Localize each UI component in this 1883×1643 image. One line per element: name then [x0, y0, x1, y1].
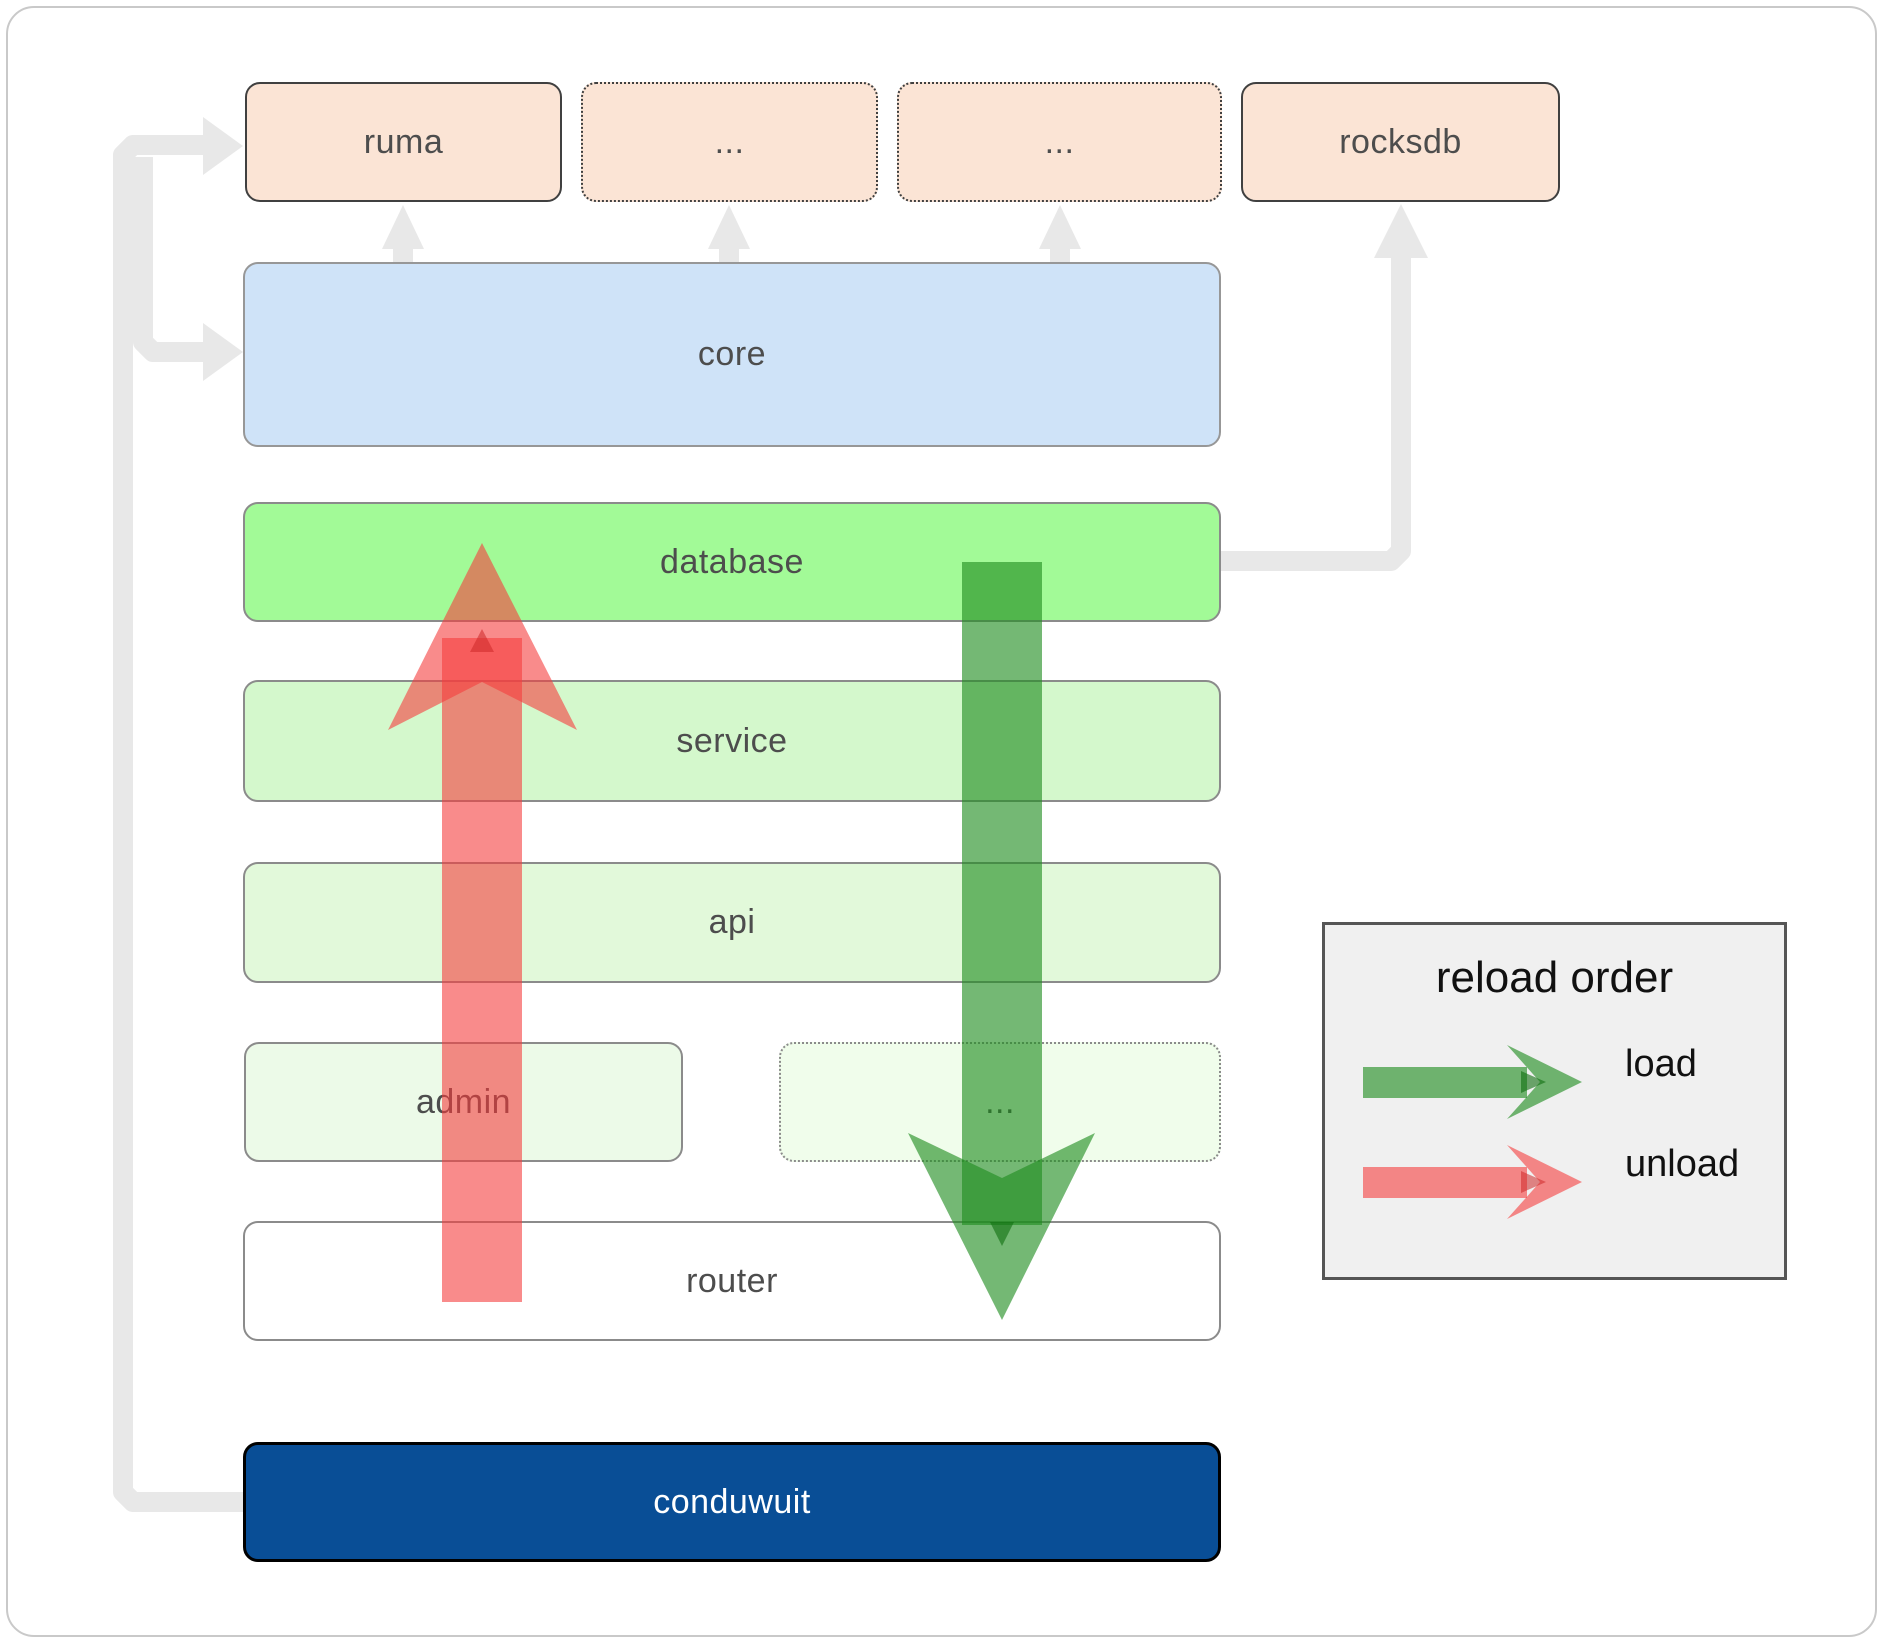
- node-api-label: api: [708, 903, 756, 941]
- legend-title: reload order: [1435, 953, 1674, 1002]
- arrowhead-core: [203, 323, 243, 381]
- node-core-label: core: [697, 335, 767, 373]
- node-database: database: [243, 502, 1221, 622]
- node-rocksdb-label: rocksdb: [1339, 122, 1462, 161]
- arrowhead-rocksdb: [1374, 204, 1428, 258]
- arrowhead-top-1: [382, 205, 424, 249]
- node-service-label: service: [676, 721, 788, 760]
- node-database-label: database: [660, 542, 804, 581]
- node-ellipsis-top-2: ...: [897, 82, 1222, 202]
- diagram-border: [6, 6, 1877, 1637]
- arrowhead-top-3: [1039, 205, 1081, 249]
- node-router-label: router: [686, 1261, 778, 1300]
- legend-reload-order: reload order load unload: [1322, 922, 1787, 1280]
- node-ellipsis-middle: ...: [779, 1042, 1221, 1162]
- node-ellipsis-top-1: ...: [581, 82, 878, 202]
- arrowhead-top-2: [708, 205, 750, 249]
- legend-load-label: load: [1625, 1043, 1697, 1085]
- node-core: core: [243, 262, 1221, 447]
- node-router: router: [243, 1221, 1221, 1341]
- node-ellipsis-top-1-label: ...: [714, 122, 745, 161]
- legend-unload-label: unload: [1625, 1143, 1740, 1185]
- node-rocksdb: rocksdb: [1241, 82, 1560, 202]
- node-conduwuit: conduwuit: [243, 1442, 1221, 1562]
- node-admin-label: admin: [415, 1082, 512, 1121]
- red-arrow-inner-marker: [470, 629, 494, 652]
- edge-database-to-rocksdb: [1221, 250, 1411, 571]
- node-admin: admin: [244, 1042, 683, 1162]
- node-service: service: [243, 680, 1221, 802]
- node-conduwuit-label: conduwuit: [653, 1482, 811, 1521]
- node-ellipsis-top-2-label: ...: [1044, 122, 1075, 161]
- edge-conduwuit-to-core: [133, 157, 205, 362]
- node-ruma: ruma: [245, 82, 562, 202]
- node-ruma-label: ruma: [363, 122, 444, 161]
- node-api: api: [243, 862, 1221, 983]
- node-ellipsis-middle-label: ...: [985, 1082, 1015, 1121]
- edge-conduwuit-to-ruma: [113, 135, 243, 1512]
- arrowhead-ruma: [203, 117, 243, 175]
